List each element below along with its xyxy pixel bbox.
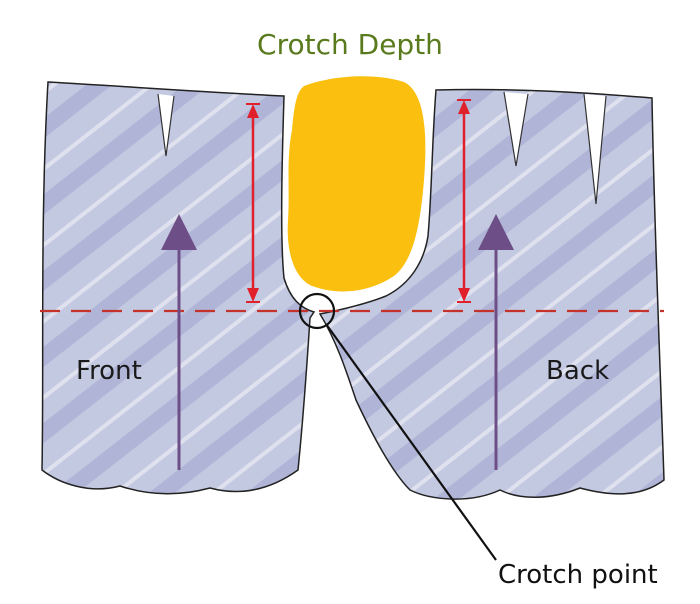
front-dart (157, 93, 175, 157)
crotch-point-circle (298, 292, 336, 330)
back-pant-piece (318, 88, 665, 500)
crotch-point-label: Crotch point (498, 560, 658, 590)
back-label: Back (546, 356, 610, 386)
front-label: Front (76, 356, 142, 386)
front-depth-arrow (246, 103, 260, 303)
body-silhouette (287, 76, 426, 292)
back-dart-1 (503, 91, 529, 167)
diagram-title: Crotch Depth (257, 28, 443, 61)
back-dart-2 (583, 93, 607, 205)
crotch-point-leader (325, 323, 497, 561)
back-depth-arrow (457, 99, 471, 303)
